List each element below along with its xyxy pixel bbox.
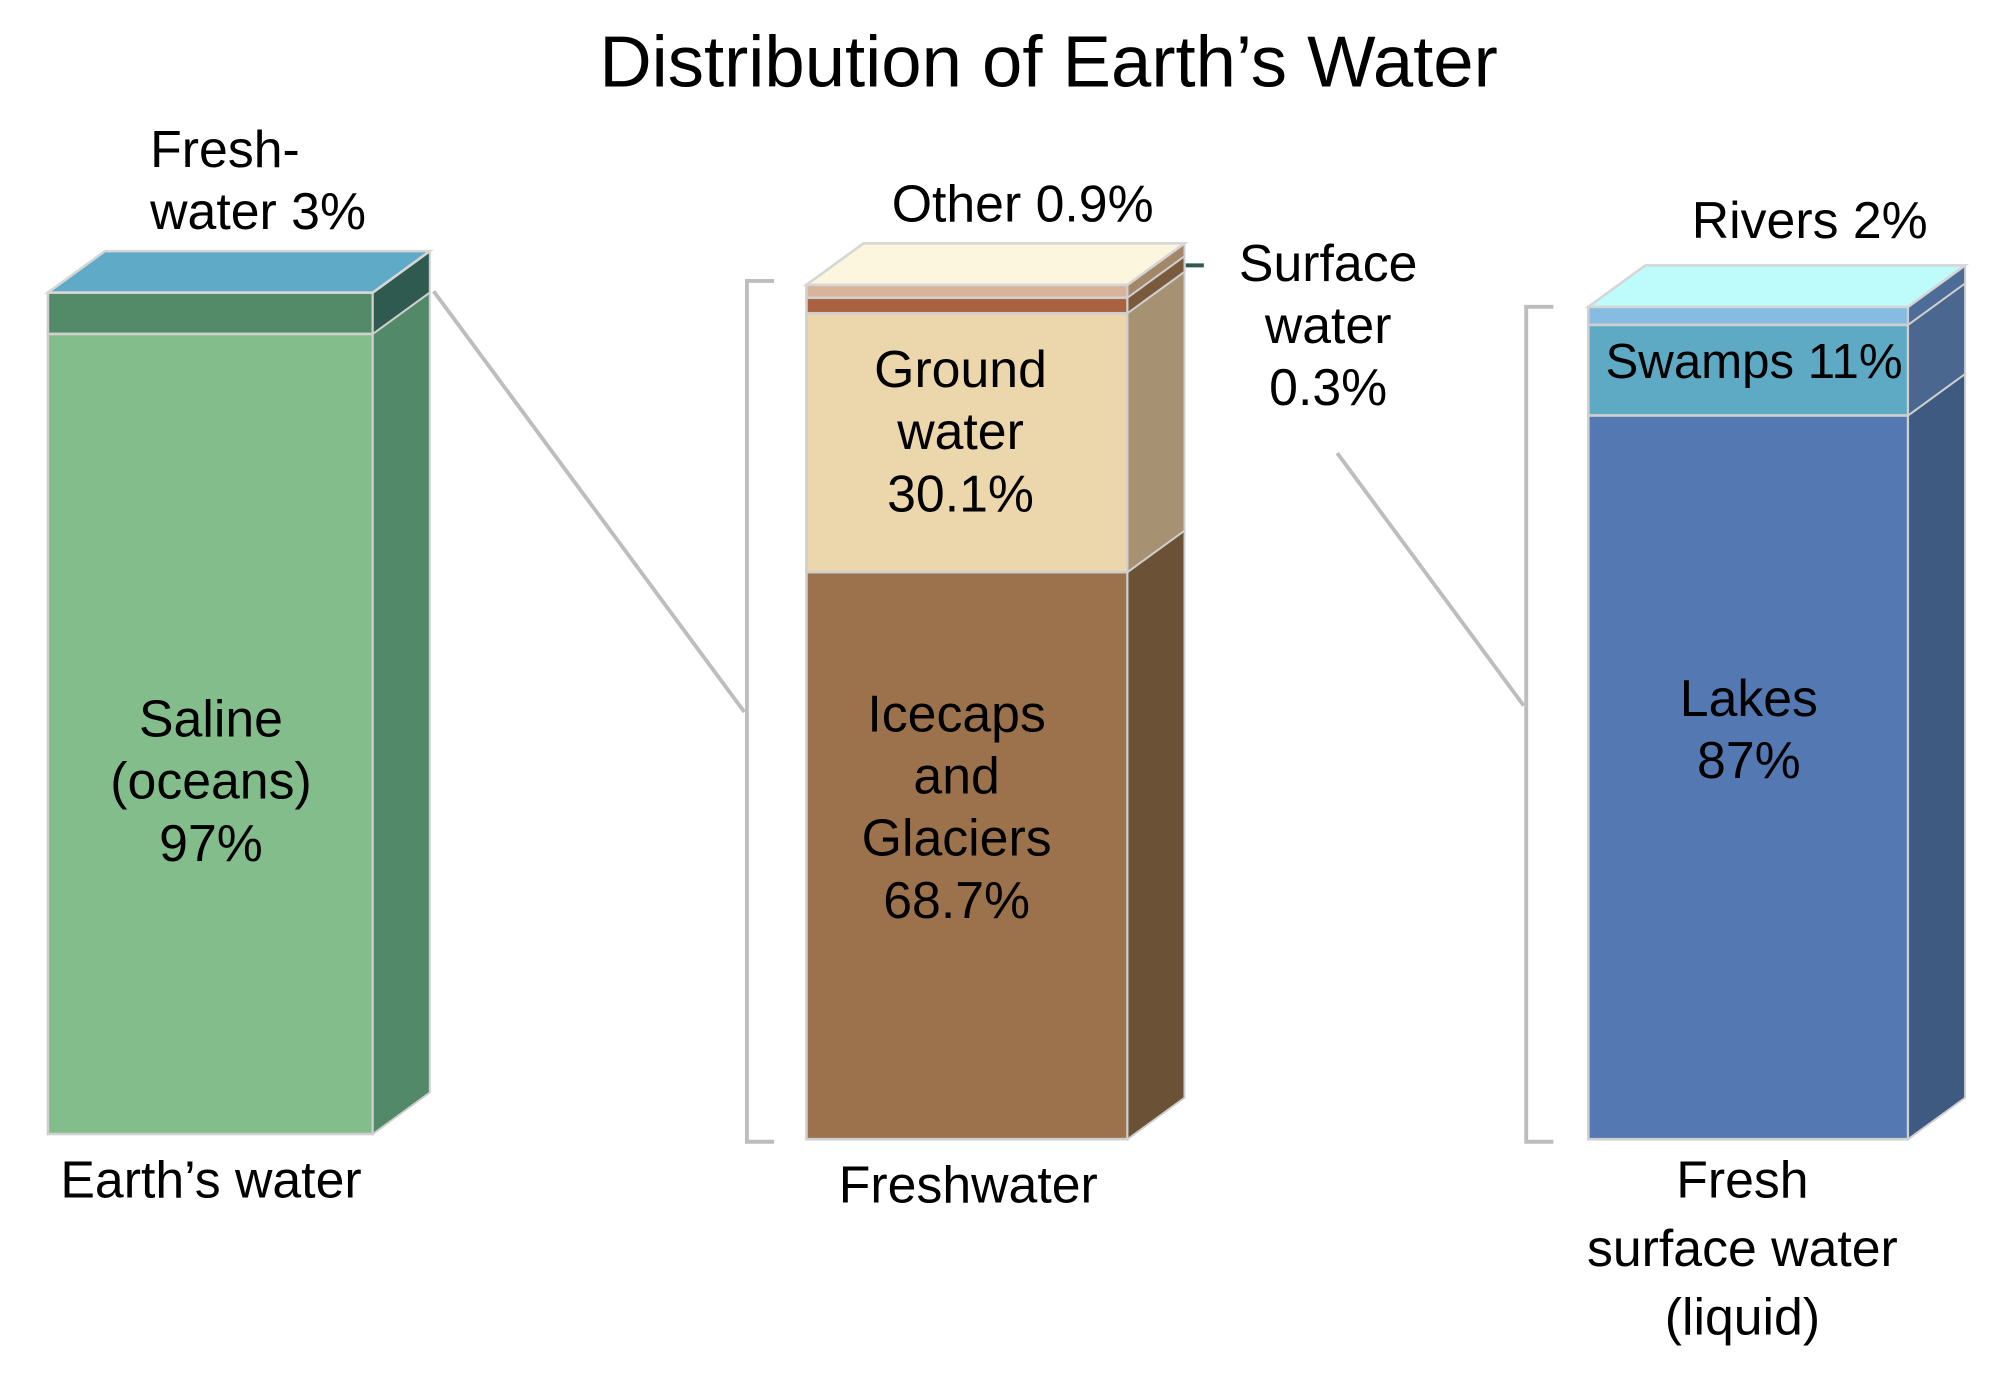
label-line: Ground (874, 341, 1047, 399)
label-line: (liquid) (1664, 1288, 1821, 1346)
label-line: 30.1% (887, 466, 1034, 523)
label-line: Surface (1238, 235, 1418, 293)
label-line: Saline (139, 691, 283, 749)
bar-fresh-ground-side (1126, 269, 1186, 575)
bar-surface-rivers-front (1587, 305, 1910, 327)
label-line: Icecaps (867, 686, 1046, 744)
label-line: 97% (159, 815, 263, 873)
label-ground-water: Ground water 30.1% (874, 339, 1047, 525)
bar-surface-lakes-front (1587, 414, 1910, 1141)
bar-fresh-ground-front (805, 311, 1129, 574)
label-line: (oceans) (110, 753, 312, 811)
label-line: 68.7% (883, 872, 1031, 930)
bar-earth-freshwater-front (46, 291, 375, 336)
bar-surface-top (1584, 264, 1970, 309)
label-line: Lakes (1679, 670, 1818, 728)
bar-surface-lakes-side (1907, 372, 1967, 1142)
bar-fresh-icecaps-side (1126, 528, 1186, 1142)
label-surface-water: Surface water 0.3% (1239, 233, 1417, 419)
bar-fresh-other-front (805, 283, 1129, 300)
label-swamps: Swamps 11% (1605, 335, 1903, 390)
chart-title: Distribution of Earth’s Water (599, 20, 1498, 103)
label-line: Fresh- (150, 121, 300, 179)
bar-earth-top (43, 249, 434, 294)
label-other: Other 0.9% (891, 176, 1154, 234)
bar-fresh-top (802, 242, 1189, 287)
label-line: and (913, 748, 1000, 806)
label-line: surface water (1586, 1220, 1898, 1278)
label-icecaps: Icecaps and Glaciers 68.7% (862, 683, 1052, 932)
label-line: Glaciers (861, 810, 1052, 868)
bracket-freshwater (744, 278, 775, 1144)
label-freshwater-3: Fresh- water 3% (150, 119, 366, 243)
label-fresh-surface: Fresh surface water (liquid) (1587, 1147, 1898, 1352)
label-line: Fresh (1676, 1152, 1809, 1210)
label-line: water 3% (150, 183, 367, 241)
bar-earth-saline-front (46, 332, 375, 1136)
bar-surface-swamps-front (1587, 323, 1910, 417)
label-freshwater: Freshwater (838, 1157, 1098, 1215)
bar-fresh-icecaps-front (805, 570, 1129, 1141)
bracket-surface (1524, 304, 1554, 1144)
label-line: 0.3% (1269, 359, 1388, 417)
label-rivers: Rivers 2% (1691, 192, 1928, 250)
bar-fresh-surface-front (805, 296, 1129, 315)
label-line: water (897, 403, 1024, 461)
connector-line-1 (432, 290, 746, 714)
label-saline: Saline (oceans) 97% (110, 689, 311, 875)
label-earths-water: Earth’s water (60, 1152, 362, 1210)
bar-earth-saline-side (371, 290, 431, 1136)
label-line: 87% (1697, 732, 1801, 790)
label-lakes: Lakes 87% (1680, 668, 1818, 792)
label-line: water (1264, 297, 1392, 355)
connector-line-2 (1335, 451, 1526, 707)
